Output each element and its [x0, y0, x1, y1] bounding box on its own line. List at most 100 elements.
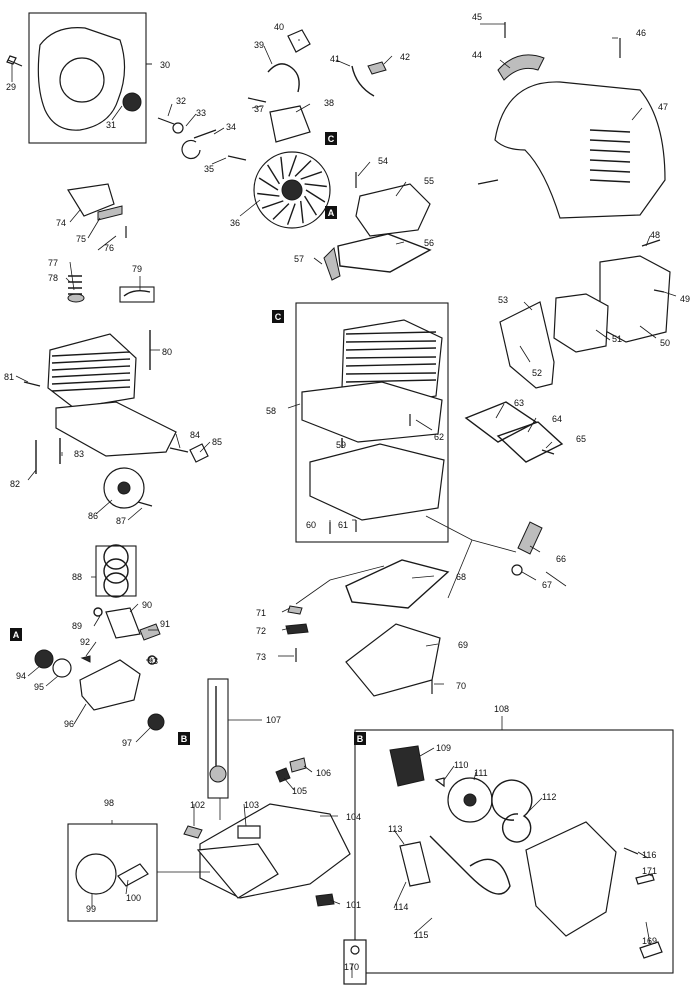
part-number-label: 52 — [532, 368, 542, 378]
cover-vent-drawing — [589, 149, 631, 153]
marker-letter: A — [13, 630, 20, 640]
flywheel-fin-drawing — [258, 177, 279, 191]
filter-tank-drawing — [196, 843, 279, 899]
connector-line — [295, 565, 385, 605]
wire-41-drawing — [351, 65, 375, 97]
connector-line — [447, 539, 473, 599]
part-drawings — [6, 22, 671, 985]
marker-box — [325, 206, 337, 219]
leader-line — [413, 917, 433, 935]
flywheel-fin-drawing — [261, 200, 284, 209]
part-number-label: 94 — [16, 671, 26, 681]
spring-78-drawing — [68, 275, 82, 295]
leader-line — [263, 45, 273, 65]
flywheel-fin-drawing — [300, 200, 304, 224]
frame-fan-housing-group — [28, 12, 147, 144]
part-number-label: 108 — [494, 704, 509, 714]
part-number-label: 56 — [424, 238, 434, 248]
part-number-label: 96 — [64, 719, 74, 729]
part-number-label: 51 — [612, 334, 622, 344]
bearing-97-drawing — [147, 713, 165, 731]
leader-line — [395, 241, 405, 245]
marker-box — [178, 732, 190, 745]
flywheel-fin-drawing — [288, 155, 298, 177]
part-number-label: 38 — [324, 98, 334, 108]
part-105-drawing — [275, 767, 291, 783]
leader-line — [395, 181, 407, 197]
cover-vent-drawing — [589, 179, 631, 183]
leader-line — [135, 727, 151, 743]
ring-88b-drawing — [103, 558, 129, 584]
leader-line — [411, 575, 435, 579]
part-number-label: 84 — [190, 430, 200, 440]
plug-cap-drawing — [287, 29, 311, 53]
connector-line — [545, 571, 567, 587]
head-fin-drawing — [51, 365, 131, 371]
leader-line — [27, 665, 41, 677]
spring-112-drawing — [491, 779, 533, 843]
frames — [28, 12, 674, 974]
leader-line — [111, 105, 123, 121]
spark-plug-drawing — [323, 246, 341, 281]
part-number-label: 98 — [104, 798, 114, 808]
leader-line — [69, 261, 75, 291]
part-number-label: 92 — [80, 637, 90, 647]
part-number-label: 44 — [472, 50, 482, 60]
part-number-label: 97 — [122, 738, 132, 748]
part-number-label: 105 — [292, 786, 307, 796]
leader-lines — [11, 23, 677, 978]
leader-line — [127, 507, 143, 521]
flywheel-fin-drawing — [272, 203, 290, 220]
cylinder-fin-drawing — [345, 340, 437, 343]
leader-line — [125, 879, 129, 895]
grommet-42-drawing — [367, 61, 387, 75]
part-number-label: 36 — [230, 218, 240, 228]
head-fin-drawing — [51, 379, 131, 385]
part-number-label: 62 — [434, 432, 444, 442]
marker-letter: A — [328, 208, 335, 218]
ring-88a-drawing — [103, 544, 129, 570]
leader-line — [87, 217, 101, 239]
leader-line — [243, 803, 247, 827]
flywheel-fin-drawing — [305, 189, 326, 203]
label-170-hole-drawing — [350, 945, 360, 955]
clip-89-drawing — [93, 607, 103, 617]
part-number-label: 87 — [116, 516, 126, 526]
part-number-label: 93 — [148, 656, 158, 666]
part-number-label: 109 — [436, 743, 451, 753]
screw-49-drawing — [653, 289, 665, 293]
leader-line — [419, 747, 435, 757]
part-number-label: 111 — [474, 768, 488, 778]
leader-line — [545, 441, 553, 449]
part-number-label: 61 — [338, 520, 348, 530]
leader-line — [281, 607, 291, 613]
part-number-label: 68 — [456, 572, 466, 582]
leader-line — [15, 375, 29, 383]
screw-116-drawing — [623, 847, 639, 855]
gasket-64-drawing — [496, 421, 564, 463]
part-number-label: 116 — [642, 850, 656, 860]
leader-line — [443, 765, 455, 781]
part-number-label: 39 — [254, 40, 264, 50]
leader-line — [383, 55, 393, 65]
part-number-label: 171 — [642, 866, 657, 876]
leader-line — [425, 643, 439, 647]
leader-line — [199, 441, 211, 453]
leader-line — [357, 161, 371, 177]
leader-line — [167, 103, 173, 117]
part-number-label: 107 — [266, 715, 281, 725]
fan-housing-seal-drawing — [122, 92, 142, 112]
part-number-label: 55 — [424, 176, 434, 186]
frame-starter-group — [354, 729, 674, 974]
cover-vent-drawing — [589, 139, 631, 143]
part-number-label: 80 — [162, 347, 172, 357]
label-171-drawing — [635, 873, 655, 885]
leader-line — [239, 199, 261, 217]
part-number-label: 64 — [552, 414, 562, 424]
flywheel-hub-drawing — [281, 179, 303, 201]
leader-line — [69, 209, 81, 223]
flywheel-fin-drawing — [300, 171, 323, 180]
leader-line — [647, 873, 653, 877]
leader-line — [85, 641, 97, 657]
